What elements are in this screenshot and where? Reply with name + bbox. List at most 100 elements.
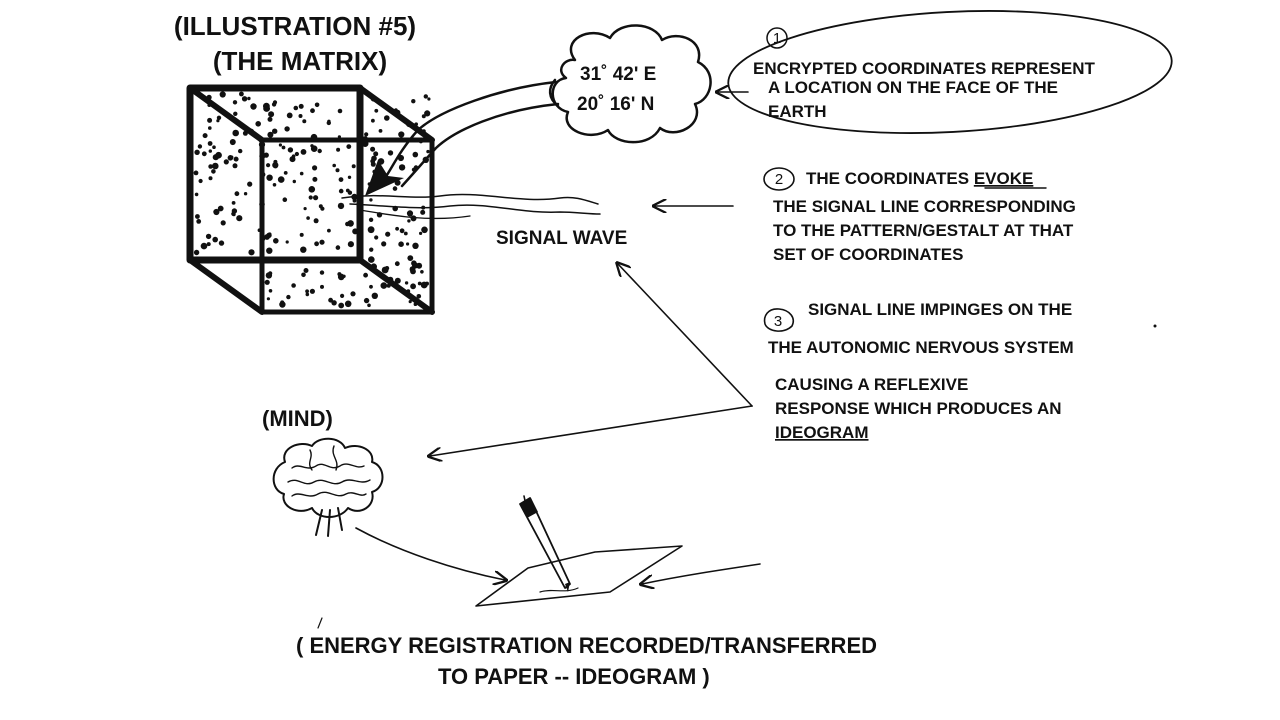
cube-dot: [207, 141, 213, 146]
cube-dot: [208, 176, 213, 181]
cube-dot: [308, 195, 313, 200]
cube-dot: [309, 288, 315, 294]
cube-dot: [332, 163, 337, 168]
arrow-note3-to-signal: [618, 264, 753, 407]
cube-dot: [271, 102, 277, 107]
stray-dot: [1153, 324, 1157, 328]
arrow-mind-to-paper: [355, 527, 505, 580]
cube-dot: [420, 209, 426, 215]
cube-dot: [367, 303, 371, 308]
signal-wave-label: SIGNAL WAVE: [496, 228, 627, 249]
step-2-line-2: THE SIGNAL LINE CORRESPONDING: [773, 197, 1076, 216]
cube-dot: [265, 272, 273, 279]
caption-line-1: ( ENERGY REGISTRATION RECORDED/TRANSFERR…: [296, 633, 877, 658]
cube-dot: [212, 236, 218, 243]
cube-dot: [416, 294, 422, 299]
cube-dot: [363, 272, 368, 278]
cube-dots: [193, 91, 431, 309]
cube-dot: [368, 217, 374, 222]
longitude-label: 31˚ 42' E: [580, 64, 656, 85]
cube-dot: [233, 156, 239, 162]
cube-dot: [299, 171, 304, 176]
cube-dot: [231, 208, 238, 214]
arrow-note3-to-mind: [430, 405, 753, 456]
cube-dot: [306, 216, 310, 220]
cube-dot: [266, 247, 273, 254]
evoke-emphasis: EVOKE: [974, 169, 1034, 188]
cube-dot: [206, 242, 211, 247]
cube-dot: [212, 145, 216, 149]
cube-dot: [272, 163, 279, 169]
cube-dot: [342, 274, 346, 278]
cube-dot: [371, 155, 377, 162]
cube-dot: [403, 231, 408, 236]
cube-dot: [313, 195, 319, 201]
cube-dot: [337, 202, 345, 210]
cube-dot: [392, 186, 398, 191]
cube-dot: [385, 231, 391, 237]
cube-dot: [268, 111, 275, 118]
cube-dot: [419, 231, 423, 235]
cube-dot: [215, 151, 222, 159]
cube-dot: [338, 188, 344, 194]
step-3-line-1: SIGNAL LINE IMPINGES ON THE: [808, 300, 1072, 319]
cube-dot: [350, 291, 356, 297]
cube-dot: [352, 198, 357, 203]
cube-dot: [218, 240, 225, 246]
cube-dot: [255, 121, 261, 127]
cube-dot: [319, 270, 325, 275]
step-3-line-3: CAUSING A REFLEXIVE: [775, 375, 968, 394]
cube-dot: [314, 241, 319, 247]
cube-dot: [417, 281, 422, 286]
caption-line-2: TO PAPER -- IDEOGRAM ): [438, 664, 710, 689]
cube-dot: [205, 233, 212, 240]
cube-dot: [283, 171, 288, 175]
cube-dot: [207, 117, 213, 123]
cube-dot: [410, 283, 416, 290]
cube-dot: [305, 289, 309, 294]
cube-dot: [278, 143, 282, 147]
cube-dot: [267, 232, 272, 236]
cube-dot: [335, 168, 340, 173]
cube-dot: [217, 205, 224, 212]
cube-dot: [411, 99, 416, 104]
cube-dot: [320, 284, 324, 289]
cube-dot: [301, 272, 306, 278]
cube-dot: [420, 270, 424, 274]
cube-dot: [408, 300, 412, 304]
cube-dot: [267, 116, 273, 122]
cube-dot: [292, 179, 296, 184]
cube-dot: [193, 249, 200, 256]
cube-dot: [299, 232, 304, 237]
cube-dot: [424, 110, 431, 117]
cube-dot: [369, 284, 373, 289]
cube-dot: [395, 226, 399, 231]
cube-dot: [336, 147, 341, 152]
cube-dot: [338, 302, 345, 309]
cube-dot: [394, 277, 401, 284]
cube-dot: [319, 239, 325, 245]
cube-dot: [284, 126, 290, 132]
cube-dot: [369, 247, 374, 252]
cube-dot: [220, 220, 226, 226]
cube-dot: [266, 174, 273, 181]
cube-dot: [420, 281, 428, 289]
cube-dot: [404, 281, 409, 285]
cube-dot: [317, 148, 322, 154]
cube-dot: [234, 191, 240, 197]
cube-dot: [331, 300, 337, 306]
cube-dot: [194, 149, 200, 155]
step-2-line-1: THE COORDINATES EVOKE: [806, 169, 1033, 188]
cube-dot: [212, 162, 219, 170]
cube-dot: [399, 155, 404, 160]
step-2-line-3: TO THE PATTERN/GESTALT AT THAT: [773, 221, 1074, 240]
cube-dot: [272, 183, 277, 187]
cube-dot: [268, 289, 273, 293]
cube-dot: [286, 112, 293, 119]
cube-dot: [216, 115, 222, 121]
latitude-label: 20˚ 16' N: [577, 94, 654, 115]
brain-icon: [272, 437, 384, 537]
cube-dot: [370, 146, 376, 152]
cube-dot: [312, 165, 318, 171]
step-3-note: 3 SIGNAL LINE IMPINGES ON THE THE AUTONO…: [763, 300, 1074, 442]
